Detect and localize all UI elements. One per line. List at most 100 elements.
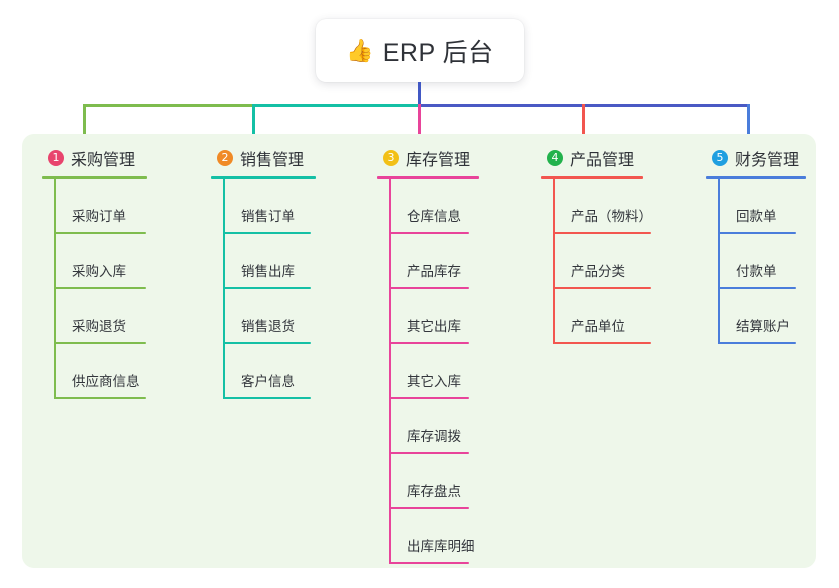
branch-item-underline <box>389 507 469 509</box>
branch-item-underline <box>553 287 651 289</box>
branch-badge-3: 3 <box>383 150 399 166</box>
branch-item[interactable]: 其它出库 <box>377 289 479 344</box>
branch-item-label: 其它入库 <box>407 374 461 389</box>
branch-title-4: 产品管理 <box>570 152 635 169</box>
branch-item[interactable]: 采购入库 <box>42 234 147 289</box>
branch-spine-4 <box>553 179 555 344</box>
branch-item[interactable]: 其它入库 <box>377 344 479 399</box>
branch-item[interactable]: 产品（物料） <box>541 179 652 234</box>
branch-item-label: 采购入库 <box>72 264 126 279</box>
trunk-segment-green <box>83 104 254 107</box>
branch-item-label: 销售订单 <box>241 209 295 224</box>
branch-item[interactable]: 供应商信息 <box>42 344 147 399</box>
branch-item[interactable]: 采购退货 <box>42 289 147 344</box>
branch-item[interactable]: 销售订单 <box>211 179 316 234</box>
branch-4-drop-line <box>581 104 585 142</box>
trunk-segment-teal <box>253 104 420 107</box>
branch-item-label: 销售出库 <box>241 264 295 279</box>
branch-column-3: 3 库存管理仓库信息产品库存其它出库其它入库库存调拨库存盘点出库库明细 <box>377 146 479 564</box>
branch-item-label: 产品分类 <box>571 264 625 279</box>
branch-item-underline <box>389 397 469 399</box>
trunk-segment-indigo <box>419 104 750 107</box>
branch-item-label: 结算账户 <box>736 319 790 334</box>
branch-underline-3 <box>377 176 479 179</box>
branch-item-underline <box>223 232 311 234</box>
branch-item-label: 客户信息 <box>241 374 295 389</box>
branch-item[interactable]: 库存盘点 <box>377 454 479 509</box>
branch-item-label: 产品单位 <box>571 319 625 334</box>
branch-underline-2 <box>211 176 316 179</box>
branch-item-underline <box>389 232 469 234</box>
branch-item-label: 销售退货 <box>241 319 295 334</box>
branch-item-underline <box>553 342 651 344</box>
branch-item-label: 回款单 <box>736 209 777 224</box>
branch-item[interactable]: 产品库存 <box>377 234 479 289</box>
branch-item[interactable]: 销售出库 <box>211 234 316 289</box>
branch-item[interactable]: 库存调拨 <box>377 399 479 454</box>
root-stem-line <box>417 82 421 107</box>
branch-header-4[interactable]: 4 产品管理 <box>541 146 643 170</box>
branch-2-drop-line <box>251 104 255 142</box>
branch-item-label: 采购退货 <box>72 319 126 334</box>
branch-item-underline <box>54 397 146 399</box>
branch-underline-5 <box>706 176 806 179</box>
branch-item-underline <box>718 287 796 289</box>
branch-badge-2: 2 <box>217 150 233 166</box>
branch-item[interactable]: 付款单 <box>706 234 806 289</box>
branch-spine-5 <box>718 179 720 344</box>
branch-item[interactable]: 仓库信息 <box>377 179 479 234</box>
branch-item-underline <box>718 232 796 234</box>
branch-item[interactable]: 产品分类 <box>541 234 651 289</box>
branch-1-drop-line <box>82 104 86 142</box>
branch-item-underline <box>223 342 311 344</box>
branch-item-label: 出库库明细 <box>407 539 475 554</box>
branch-underline-4 <box>541 176 643 179</box>
branch-spine-2 <box>223 179 225 399</box>
branch-item[interactable]: 出库库明细 <box>377 509 479 564</box>
branch-item[interactable]: 客户信息 <box>211 344 316 399</box>
branch-spine-3 <box>389 179 391 564</box>
branch-items-2: 销售订单销售出库销售退货客户信息 <box>211 179 316 399</box>
branch-item[interactable]: 采购订单 <box>42 179 147 234</box>
branch-item-underline <box>389 342 469 344</box>
branch-spine-1 <box>54 179 56 399</box>
branch-title-1: 采购管理 <box>71 152 136 169</box>
branch-column-4: 4 产品管理产品（物料） 产品分类产品单位 <box>541 146 652 344</box>
branch-item-underline <box>54 342 146 344</box>
branch-underline-1 <box>42 176 147 179</box>
root-node-card[interactable]: 👍 ERP 后台 <box>316 19 524 82</box>
branch-item-underline <box>389 287 469 289</box>
branch-3-drop-line <box>417 104 421 144</box>
branch-item-underline <box>389 562 469 564</box>
branch-badge-4: 4 <box>547 150 563 166</box>
branch-item-underline <box>223 287 311 289</box>
branch-header-3[interactable]: 3 库存管理 <box>377 146 479 170</box>
branch-item-label: 产品库存 <box>407 264 461 279</box>
branch-item-label: 供应商信息 <box>72 374 140 389</box>
branch-items-4: 产品（物料） 产品分类产品单位 <box>541 179 652 344</box>
branch-item-underline <box>223 397 311 399</box>
branch-item-label: 仓库信息 <box>407 209 461 224</box>
branch-item-underline <box>553 232 651 234</box>
branch-item[interactable]: 产品单位 <box>541 289 651 344</box>
branch-item[interactable]: 结算账户 <box>706 289 806 344</box>
branch-item-underline <box>389 452 469 454</box>
branch-badge-5: 5 <box>712 150 728 166</box>
branch-title-3: 库存管理 <box>406 152 471 169</box>
branch-item-underline <box>54 232 146 234</box>
branch-item[interactable]: 回款单 <box>706 179 806 234</box>
branch-item-label: 产品（物料） <box>571 209 652 224</box>
branch-item-underline <box>718 342 796 344</box>
diagram-panel <box>22 134 816 568</box>
root-node-title: ERP 后台 <box>382 38 494 67</box>
branch-item[interactable]: 销售退货 <box>211 289 316 344</box>
branch-items-5: 回款单付款单结算账户 <box>706 179 806 344</box>
branch-item-label: 采购订单 <box>72 209 126 224</box>
branch-item-label: 付款单 <box>736 264 777 279</box>
